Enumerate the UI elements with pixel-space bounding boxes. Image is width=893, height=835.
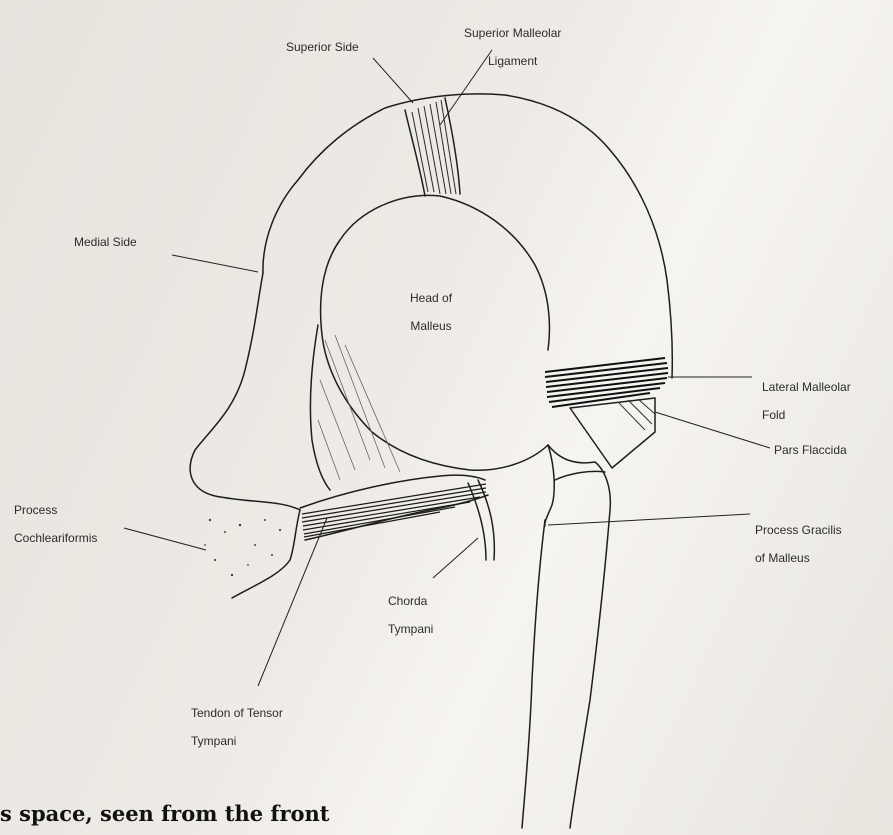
label-process-gracilis-line2: of Malleus [755, 551, 842, 565]
leader-cochleariformis [124, 528, 206, 550]
label-process-gracilis: Process Gracilis of Malleus [755, 509, 842, 579]
malleus-handle-right [548, 445, 610, 828]
leader-chorda [433, 538, 478, 578]
malleus-handle-left [522, 520, 545, 828]
label-superior-malleolar-ligament-line1: Superior Malleolar [464, 26, 561, 40]
leader-tendon [258, 518, 327, 686]
label-superior-malleolar-ligament-line2: Ligament [464, 54, 561, 68]
leader-superior-side [373, 58, 413, 103]
label-head-of-malleus-line1: Head of [410, 291, 452, 305]
medial-wall-outline [190, 273, 300, 510]
posterior-fibres [310, 325, 330, 490]
leader-medial-side [172, 255, 258, 272]
label-head-of-malleus-line2: Malleus [410, 319, 452, 333]
leader-process-gracilis [548, 514, 750, 525]
tensor-tendon-hatching [302, 484, 486, 537]
label-tendon-tensor-tympani: Tendon of Tensor Tympani [191, 692, 283, 762]
lower-fold [555, 471, 605, 480]
label-chorda-tympani-line2: Tympani [388, 622, 433, 636]
label-tendon-tensor-tympani-line2: Tympani [191, 734, 283, 748]
label-chorda-tympani-line1: Chorda [388, 594, 433, 608]
label-process-cochleariformis: Process Cochleariformis [14, 489, 97, 559]
pars-flaccida-hatching [618, 399, 655, 430]
process-cochleariformis [232, 510, 300, 598]
sup-ligament-right [445, 98, 460, 194]
lateral-fold-hatching [545, 358, 668, 407]
posterior-hatching [318, 335, 400, 480]
label-chorda-tympani: Chorda Tympani [388, 580, 433, 650]
leader-pars-flaccida [655, 412, 770, 448]
sup-ligament-left [405, 110, 425, 196]
label-process-cochleariformis-line2: Cochleariformis [14, 531, 97, 545]
process-gracilis-outline [545, 445, 554, 526]
sup-ligament-hatching [412, 100, 456, 194]
label-superior-malleolar-ligament: Superior Malleolar Ligament [464, 12, 561, 82]
label-medial-side: Medial Side [74, 235, 137, 249]
label-superior-side: Superior Side [286, 40, 359, 54]
label-head-of-malleus: Head of Malleus [410, 277, 452, 347]
outer-space-outline [263, 94, 672, 378]
label-process-gracilis-line1: Process Gracilis [755, 523, 842, 537]
label-lateral-malleolar-fold-line2: Fold [762, 408, 851, 422]
label-lateral-malleolar-fold: Lateral Malleolar Fold [762, 366, 851, 436]
figure-caption: s space, seen from the front [0, 801, 470, 826]
label-tendon-tensor-tympani-line1: Tendon of Tensor [191, 706, 283, 720]
cochleariformis-speckle [204, 519, 281, 576]
pars-flaccida-outline [570, 398, 655, 468]
label-lateral-malleolar-fold-line1: Lateral Malleolar [762, 380, 851, 394]
label-pars-flaccida: Pars Flaccida [774, 443, 847, 457]
label-process-cochleariformis-line1: Process [14, 503, 97, 517]
